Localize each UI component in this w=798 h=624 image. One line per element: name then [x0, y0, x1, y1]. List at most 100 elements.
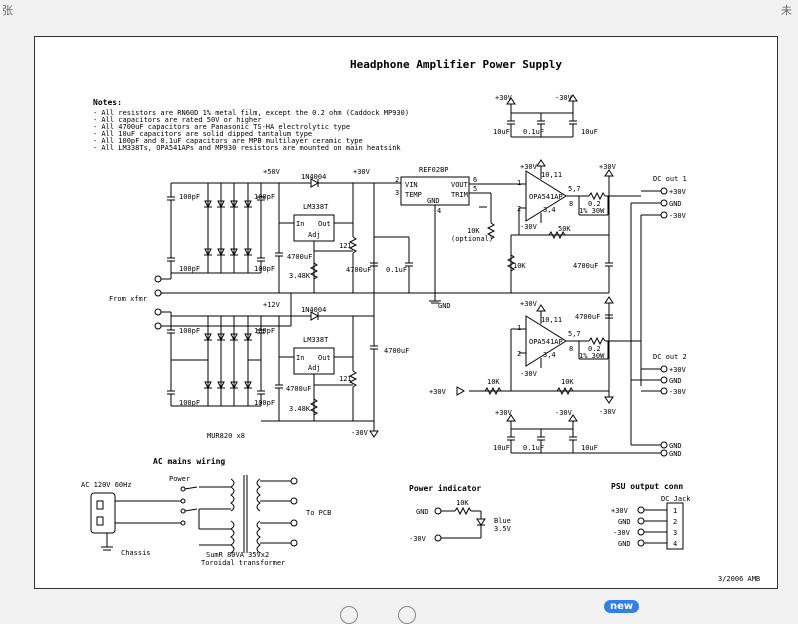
r121-label: 121 — [339, 242, 352, 250]
minus30v-label: -30V — [520, 223, 538, 231]
led-color-label: Blue — [494, 517, 511, 525]
minus30v-label: -30V — [520, 370, 538, 378]
dc-out-1-connector — [630, 187, 668, 445]
schematic-sheet: Headphone Amplifier Power Supply Notes: … — [34, 36, 778, 589]
cap-100pf-label: 100pF — [254, 193, 275, 201]
dc-jack-label: DC Jack — [661, 495, 691, 503]
input-arrow — [456, 386, 466, 396]
dc-out-2-gnd: GND — [669, 377, 682, 385]
r02-spec-label: 1% 30W — [579, 207, 605, 215]
minus30v-label: -30V — [555, 94, 573, 102]
trim-optional-label: (optional) — [451, 235, 493, 243]
opa-pin1: 1 — [517, 179, 521, 187]
opamp-2 — [469, 296, 641, 404]
opa-pins-34: 3,4 — [543, 206, 556, 214]
opa-pin1: 1 — [517, 324, 521, 332]
ref-pin3: 3 — [395, 189, 399, 197]
dc-out-2-neg: -30V — [669, 388, 687, 396]
nav-next-button[interactable] — [398, 606, 416, 624]
plus30v-label: +30V — [429, 388, 447, 396]
opa-pins-1011: 10,11 — [541, 171, 562, 179]
ref-vin-label: VIN — [405, 181, 418, 189]
note-line: - All 4700uF capacitors are Panasonic TS… — [93, 123, 350, 131]
ac-mains-wiring — [90, 475, 298, 554]
opamp-1 — [506, 159, 641, 293]
cap-100pf-label: 100pF — [254, 399, 275, 407]
new-badge: new — [604, 600, 640, 613]
opa-pins-57: 5,7 — [568, 330, 581, 338]
ref-temp-label: TEMP — [405, 191, 422, 199]
xfmr-input-terminals — [154, 275, 291, 330]
mur820-label: MUR820 x8 — [207, 432, 245, 440]
note-line: - All capacitors are rated 50V or higher — [93, 116, 262, 124]
cap-100pf-label: 100pF — [179, 327, 200, 335]
corner-label-right: 未 — [781, 4, 792, 17]
opa-pin2: 2 — [517, 205, 521, 213]
to-pcb-label: To PCB — [306, 509, 331, 517]
psu-pin-number: 2 — [673, 518, 677, 526]
r02-spec-label: 1% 30W — [579, 352, 605, 360]
dc-out-1-neg: -30V — [669, 212, 687, 220]
bottom-decoupling-caps — [506, 414, 668, 457]
cap-100pf-label: 100pF — [179, 399, 200, 407]
note-line: - All resistors are RN60D 1% metal film,… — [93, 109, 409, 117]
corner-label-left: 张 — [2, 4, 13, 17]
cap-100pf-label: 100pF — [254, 265, 275, 273]
r02-label: 0.2 — [588, 345, 601, 353]
ref-pin5: 5 — [473, 185, 477, 193]
c01-label: 0.1uF — [386, 266, 407, 274]
ref-trim-label: TRIM — [451, 191, 468, 199]
c01-label: 0.1uF — [523, 444, 544, 452]
chassis-label: Chassis — [121, 549, 151, 557]
r50k-label: 50K — [558, 225, 571, 233]
psu-pin-number: 3 — [673, 529, 677, 537]
note-line: - All 100pF and 0.1uF capacitors are MPB… — [93, 137, 363, 145]
c4700-label: 4700uF — [286, 385, 311, 393]
c10-label: 10uF — [493, 128, 510, 136]
psu-pin-number: 1 — [673, 507, 677, 515]
opa-pin8: 8 — [569, 345, 573, 353]
minus30v-label: -30V — [555, 409, 573, 417]
plus12v-label: +12V — [263, 301, 281, 309]
psu-output-connector — [637, 502, 684, 550]
reg-in-label: In — [296, 220, 304, 228]
nav-prev-button[interactable] — [340, 606, 358, 624]
lower-regulator — [261, 183, 379, 438]
lower-rectifier — [167, 315, 279, 407]
c10-label: 10uF — [581, 128, 598, 136]
note-line: - All 10uF capacitors are solid dipped t… — [93, 130, 312, 138]
r121-label: 121 — [339, 375, 352, 383]
power-switch-label: Power — [169, 475, 190, 483]
c10-label: 10uF — [581, 444, 598, 452]
ac-mains-heading: AC mains wiring — [153, 456, 225, 466]
indicator-minus30-label: -30V — [409, 535, 427, 543]
c4700-label: 4700uF — [287, 253, 312, 261]
upper-rectifier — [161, 182, 291, 294]
psu-pin-number: 4 — [673, 540, 677, 548]
top-decoupling-caps — [506, 94, 578, 138]
diode-1n4004-label: 1N4004 — [301, 306, 326, 314]
c4700-label: 4700uF — [346, 266, 371, 274]
opa-pin8: 8 — [569, 200, 573, 208]
dc-out-1-pos: +30V — [669, 188, 687, 196]
power-indicator-heading: Power indicator — [409, 483, 481, 493]
psu-pin-label: GND — [618, 540, 631, 548]
plus30v-label: +30V — [495, 94, 513, 102]
minus30v-label: -30V — [599, 408, 617, 416]
schematic-title: Headphone Amplifier Power Supply — [350, 58, 562, 71]
c4700-label: 4700uF — [575, 313, 600, 321]
psu-pin-label: GND — [618, 518, 631, 526]
ref-pin2: 2 — [395, 176, 399, 184]
dc-out-1-gnd: GND — [669, 200, 682, 208]
opa-pins-57: 5,7 — [568, 185, 581, 193]
r348k-label: 3.48K — [289, 405, 311, 413]
cap-100pf-label: 100pF — [179, 193, 200, 201]
cap-100pf-label: 100pF — [254, 327, 275, 335]
gnd-label: GND — [438, 302, 451, 310]
dc-out-2-connector — [631, 341, 668, 395]
r10k-label: 10K — [513, 262, 526, 270]
opa541-label: OPA541AP — [529, 338, 563, 346]
reg-adj-label: Adj — [308, 231, 321, 239]
trim-10k-label: 10K — [467, 227, 480, 235]
cap-100pf-label: 100pF — [179, 265, 200, 273]
